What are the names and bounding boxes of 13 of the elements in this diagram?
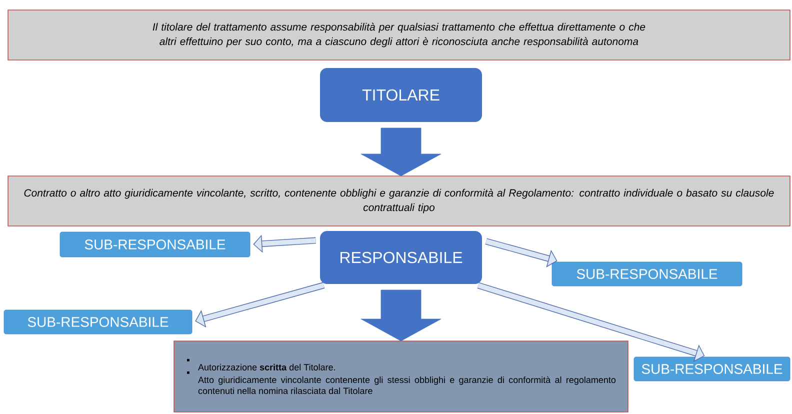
role-label: SUB-RESPONSABILE — [4, 310, 192, 334]
role-box: TITOLARE — [320, 68, 482, 122]
arrow — [477, 282, 705, 362]
role-label: SUB-RESPONSABILE — [552, 262, 742, 286]
block-arrow — [360, 128, 442, 176]
role-label: SUB-RESPONSABILE — [60, 232, 250, 258]
block-arrow — [360, 290, 442, 342]
note-box: Il titolare del trattamento assume responsabilità per qualsiasi trattamento che effettua direttamente o che altri effettuino per suo conto, ma a ciascuno degli attori è riconosciuta anche responsabilità autonoma — [8, 10, 790, 60]
requirements-box: Autorizzazione scritta del Titolare. Atto giuridicamente vincolante contenente gli stessi obblighi e garanzie di conformità al regolamento contenuti nella nomina rilasciata dal Titolare — [174, 340, 628, 412]
role-label: SUB-RESPONSABILE — [634, 356, 790, 382]
arrow — [195, 282, 325, 328]
note-box: Contratto o altro atto giuridicamente vincolante, scritto, contenente obblighi e garanzie di conformità al Regolamento: contratto individuale o basato su clausole contrattuali tipo — [8, 176, 790, 226]
role-box: RESPONSABILE — [320, 231, 482, 284]
